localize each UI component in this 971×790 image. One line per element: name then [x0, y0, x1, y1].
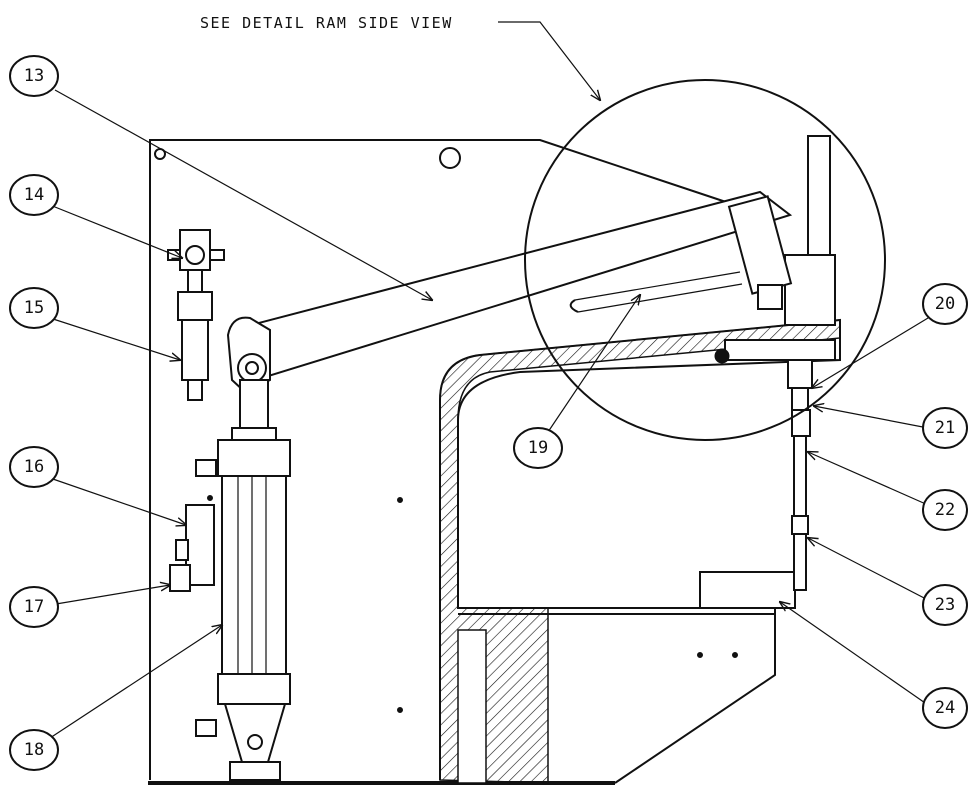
ram-upper-guide	[807, 135, 831, 267]
bolt	[207, 495, 213, 501]
lever-pivot-pin	[245, 361, 259, 375]
frame-slot	[457, 629, 487, 784]
panel-hole-large	[439, 147, 461, 169]
leader-20	[812, 317, 929, 388]
valve-port	[175, 539, 189, 561]
punch-tip	[793, 533, 807, 591]
callout-14: 14	[9, 174, 59, 216]
ram-bracket	[724, 339, 836, 361]
cylinder-cap	[217, 673, 291, 705]
callout-label: 19	[528, 438, 548, 458]
back-panel	[149, 139, 736, 780]
ram-housing	[784, 254, 836, 326]
return-spring	[574, 271, 743, 313]
leader-14	[49, 204, 182, 258]
cylinder-foot	[229, 761, 281, 781]
punch-coupler	[791, 515, 809, 535]
callout-19: 19	[513, 427, 563, 469]
ram-link-block	[757, 284, 783, 310]
cylinder-mount-pin	[247, 734, 263, 750]
callout-23: 23	[922, 584, 968, 626]
leader-23	[808, 538, 929, 601]
callout-21: 21	[922, 407, 968, 449]
cylinder-mount	[223, 703, 287, 763]
bracket-bolt	[714, 348, 730, 364]
regulator-port-right	[209, 249, 225, 261]
detail-note-leader	[498, 21, 600, 100]
cylinder-gland	[231, 427, 277, 441]
callout-18: 18	[9, 729, 59, 771]
cylinder-rod	[239, 379, 269, 429]
callout-label: 16	[24, 457, 44, 477]
punch-adapter	[791, 387, 809, 411]
detail-circle	[524, 79, 886, 441]
leader-16	[49, 477, 186, 525]
bolt	[732, 652, 738, 658]
callout-label: 22	[935, 500, 955, 520]
callout-label: 23	[935, 595, 955, 615]
punch-nut	[791, 409, 811, 437]
punch-rod	[793, 435, 807, 517]
callout-13: 13	[9, 55, 59, 97]
leader-13	[54, 89, 432, 300]
frame-section-hatch	[439, 319, 841, 784]
cylinder-head	[217, 439, 291, 477]
cylinder-barrel	[221, 475, 287, 675]
leader-17	[49, 585, 170, 606]
callout-label: 24	[935, 698, 955, 718]
callout-label: 20	[935, 294, 955, 314]
spring-hook	[569, 299, 579, 313]
cylinder-fitting-bottom	[195, 719, 217, 737]
callout-label: 15	[24, 298, 44, 318]
leader-24	[780, 602, 929, 706]
filter-drain	[187, 379, 203, 401]
callout-label: 17	[24, 597, 44, 617]
callout-22: 22	[922, 489, 968, 531]
regulator-stem	[187, 269, 203, 293]
callout-17: 17	[9, 586, 59, 628]
callout-16: 16	[9, 446, 59, 488]
leader-18	[49, 625, 222, 739]
bolt	[397, 707, 403, 713]
leader-15	[49, 317, 180, 360]
bolt	[397, 497, 403, 503]
callout-label: 21	[935, 418, 955, 438]
callout-label: 13	[24, 66, 44, 86]
callout-15: 15	[9, 287, 59, 329]
callout-label: 18	[24, 740, 44, 760]
cylinder-fitting-top	[195, 459, 217, 477]
callout-24: 24	[922, 687, 968, 729]
regulator-gauge	[185, 245, 205, 265]
leader-19	[547, 295, 640, 433]
leader-21	[814, 406, 929, 429]
bolt	[697, 652, 703, 658]
callout-label: 14	[24, 185, 44, 205]
callout-20: 20	[922, 283, 968, 325]
muffler	[169, 564, 191, 592]
filter-bowl	[181, 319, 209, 381]
filter-head	[177, 291, 213, 321]
detail-note: SEE DETAIL RAM SIDE VIEW	[200, 14, 453, 32]
punch-holder	[787, 359, 813, 389]
leader-22	[808, 452, 929, 506]
